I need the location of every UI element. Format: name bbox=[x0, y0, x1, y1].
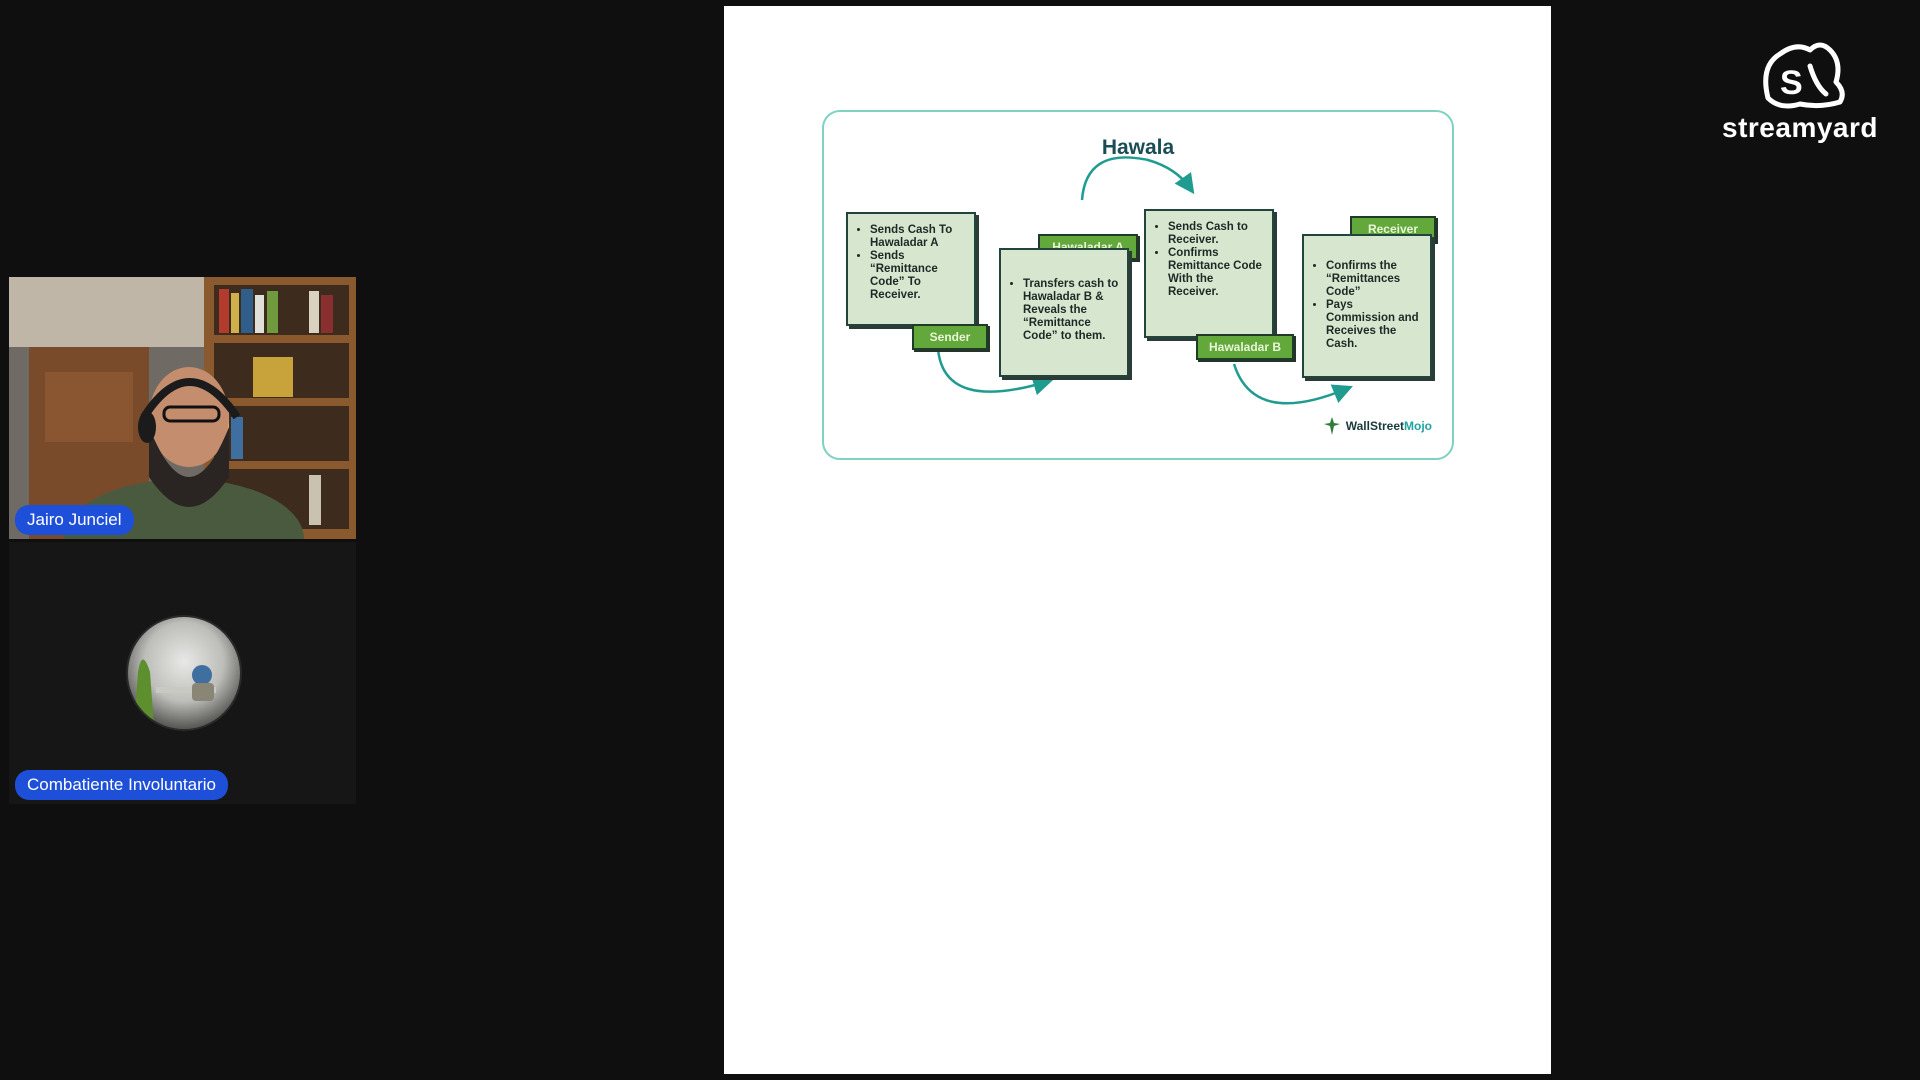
hawaladar-b-bullet: Confirms Remittance Code With the Receiv… bbox=[1168, 247, 1266, 299]
participant-name-tag: Combatiente Involuntario bbox=[15, 770, 229, 800]
shared-slide: Hawala Sends Cash To Hawaladar A Sends “… bbox=[724, 6, 1551, 1074]
participant-name-tag: Jairo Junciel bbox=[15, 505, 134, 535]
hawaladar-a-box: Transfers cash to Hawaladar B & Reveals … bbox=[999, 248, 1129, 377]
hawaladar-a-bullet: Transfers cash to Hawaladar B & Reveals … bbox=[1023, 278, 1121, 343]
logo-text-part2: Mojo bbox=[1404, 419, 1432, 433]
wallstreetmojo-logo-icon bbox=[1323, 417, 1340, 435]
sender-box: Sends Cash To Hawaladar A Sends “Remitta… bbox=[846, 212, 976, 326]
receiver-bullet: Pays Commission and Receives the Cash. bbox=[1326, 299, 1424, 351]
streamyard-logo-icon: S bbox=[1763, 42, 1845, 109]
hawaladar-b-bullet: Sends Cash to Receiver. bbox=[1168, 221, 1266, 247]
participant-avatar bbox=[126, 615, 242, 731]
streamyard-logo: S streamyard bbox=[1700, 36, 1900, 144]
sender-bullet: Sends Cash To Hawaladar A bbox=[870, 224, 968, 250]
logo-text-part1: WallStreet bbox=[1345, 419, 1404, 433]
receiver-box: Confirms the “Remittances Code” Pays Com… bbox=[1302, 234, 1432, 378]
flow-arrows bbox=[936, 156, 1353, 405]
receiver-bullet: Confirms the “Remittances Code” bbox=[1326, 260, 1424, 299]
sender-label: Sender bbox=[912, 324, 988, 350]
hawaladar-b-box: Sends Cash to Receiver. Confirms Remitta… bbox=[1144, 209, 1274, 338]
hawaladar-b-label: Hawaladar B bbox=[1196, 334, 1294, 360]
participant-tile-avatar[interactable]: Combatiente Involuntario bbox=[9, 542, 356, 804]
participant-tile-video[interactable]: Jairo Junciel bbox=[9, 277, 356, 539]
hawala-diagram: Hawala Sends Cash To Hawaladar A Sends “… bbox=[822, 110, 1454, 460]
diagram-title: Hawala bbox=[1101, 136, 1175, 159]
svg-text:S: S bbox=[1780, 64, 1803, 102]
participant-video-feed bbox=[9, 277, 356, 539]
streamyard-wordmark: streamyard bbox=[1722, 112, 1878, 143]
sender-bullet: Sends “Remittance Code” To Receiver. bbox=[870, 250, 968, 302]
